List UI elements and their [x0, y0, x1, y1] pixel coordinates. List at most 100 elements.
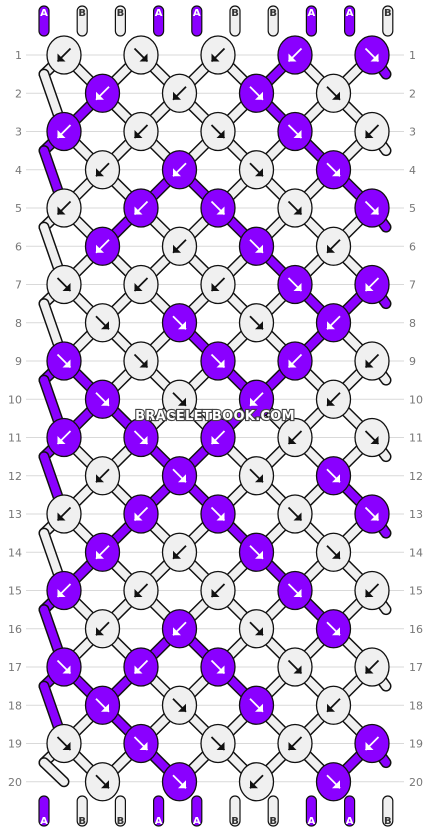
row-number-right: 9 — [409, 355, 416, 368]
thread-end-letter-bottom: A — [308, 816, 316, 827]
thread-end-letter-bottom: A — [346, 816, 354, 827]
row-number-left: 6 — [15, 240, 22, 253]
knot — [238, 685, 275, 725]
knot — [315, 456, 352, 496]
arrow-head — [332, 550, 340, 559]
arrow-head — [365, 130, 374, 138]
knot — [161, 532, 198, 572]
watermark: BRACELETBOOK.COM — [135, 409, 295, 424]
knot — [277, 35, 313, 75]
arrow-head — [216, 742, 225, 750]
thread-end-letter-top: A — [193, 8, 201, 19]
arrow-head — [134, 512, 143, 521]
arrow-head — [178, 780, 186, 789]
arrow-head — [216, 130, 225, 138]
thread-end-top — [344, 5, 356, 37]
arrow-head — [211, 589, 220, 597]
knot — [123, 570, 159, 611]
thread-end-bottom — [267, 795, 279, 827]
row-number-right: 2 — [409, 87, 416, 100]
thread-end-bottom — [153, 795, 165, 827]
knot — [84, 609, 121, 649]
thread-end-bottom — [76, 795, 88, 827]
knot — [277, 570, 313, 611]
arrow-head — [134, 589, 143, 597]
arrow-head — [370, 512, 379, 521]
row-number-right: 14 — [409, 546, 423, 559]
row-number-left: 2 — [15, 87, 22, 100]
knot — [200, 111, 236, 152]
arrow-head — [57, 53, 66, 62]
knot — [46, 494, 82, 534]
row-number-left: 13 — [8, 508, 22, 521]
arrow-head — [293, 283, 302, 291]
arrow-head — [255, 627, 263, 636]
thread-end-top — [267, 5, 279, 37]
arrow-head — [293, 130, 302, 138]
thread-end-bottom — [344, 795, 356, 827]
knot — [123, 188, 159, 228]
arrow-head — [255, 244, 263, 253]
row-number-right: 12 — [409, 470, 423, 483]
arrow-head — [101, 703, 109, 712]
arrow-head — [101, 321, 109, 330]
arrow-head — [293, 512, 302, 521]
knot — [354, 111, 390, 152]
arrow-head — [211, 53, 220, 62]
thread-end-letter-bottom: B — [384, 816, 392, 827]
arrow-head — [255, 474, 263, 483]
thread-segment — [40, 758, 68, 786]
arrow-head — [370, 436, 379, 444]
knot — [277, 188, 313, 228]
arrow-head — [211, 436, 220, 444]
thread-end-top — [229, 5, 241, 37]
thread-end-letter-top: B — [78, 8, 86, 19]
knot — [354, 341, 390, 381]
arrow-head — [255, 550, 263, 559]
arrow-head — [293, 206, 302, 215]
knot — [161, 456, 198, 496]
arrow-head — [250, 780, 258, 789]
knot — [238, 73, 275, 113]
arrow-head — [365, 665, 374, 674]
arrow-head — [365, 589, 374, 597]
knot — [354, 417, 390, 458]
knot — [200, 417, 236, 458]
knot — [84, 685, 121, 725]
knot — [123, 35, 159, 75]
row-number-left: 4 — [15, 164, 22, 177]
knot — [46, 417, 82, 458]
thread-end-bottom — [382, 795, 394, 827]
knot — [277, 341, 313, 381]
knot — [200, 264, 236, 305]
thread-end-top — [305, 5, 317, 37]
thread-end-letter-bottom: A — [155, 816, 163, 827]
arrow-head — [365, 359, 374, 368]
arrow-head — [173, 168, 181, 177]
knot — [238, 456, 275, 496]
thread-end-letter-top: A — [155, 8, 163, 19]
knot — [354, 264, 390, 305]
thread-end-top — [191, 5, 203, 37]
arrow-head — [173, 244, 181, 253]
knot — [123, 494, 159, 534]
thread-end-letter-bottom: A — [193, 816, 201, 827]
knot — [84, 73, 121, 113]
knot — [315, 226, 352, 266]
row-number-right: 17 — [409, 661, 423, 674]
knot — [315, 685, 352, 725]
knot — [161, 226, 198, 266]
knot — [315, 379, 352, 419]
thread-end-letter-bottom: B — [269, 816, 277, 827]
arrow-head — [178, 703, 186, 712]
row-number-right: 15 — [409, 585, 423, 598]
arrow-head — [57, 512, 66, 521]
arrow-head — [178, 474, 186, 483]
knot — [200, 494, 236, 534]
arrow-head — [101, 397, 109, 406]
arrow-head — [293, 665, 302, 674]
thread-end-letter-top: B — [231, 8, 239, 19]
row-number-left: 10 — [8, 393, 22, 406]
arrow-head — [327, 397, 335, 406]
knot — [354, 35, 390, 75]
